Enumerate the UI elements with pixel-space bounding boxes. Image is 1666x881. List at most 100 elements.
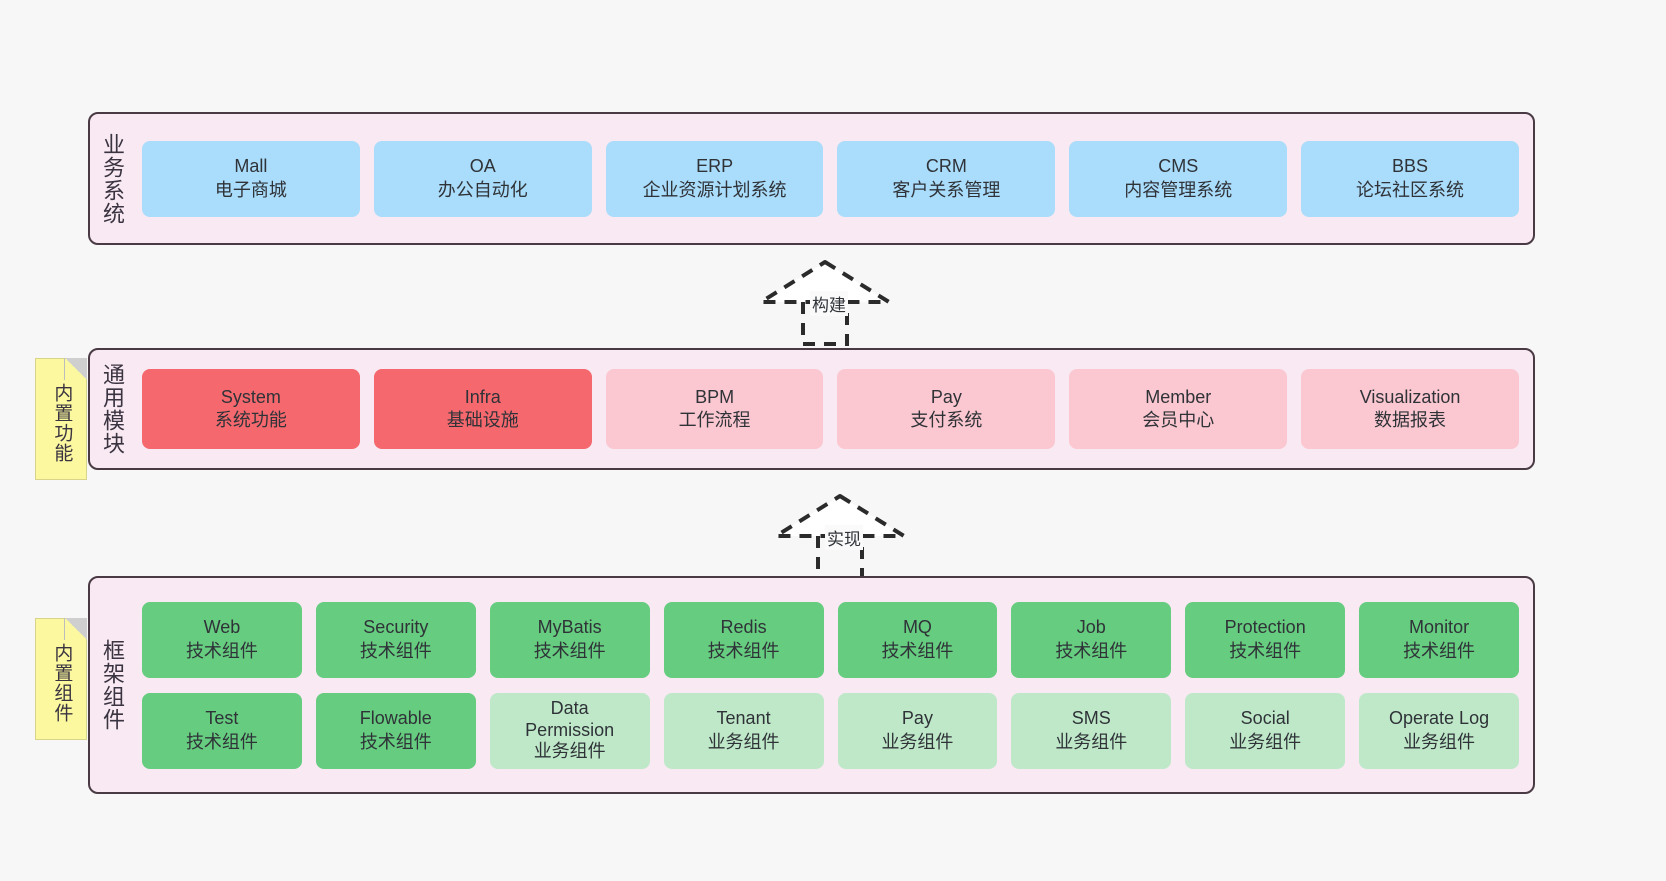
module-cn-label: 业务组件 [1229,731,1302,752]
module-cn-label: 企业资源计划系统 [642,179,787,200]
module-box-protection[interactable]: Protection 技术组件 [1185,601,1346,678]
module-box-sms[interactable]: SMS 业务组件 [1011,692,1172,769]
module-en-label: Redis [720,617,767,638]
module-row: System 系统功能 Infra 基础设施 BPM 工作流程 Pay 支付系统… [142,369,1519,449]
module-box-mybatis[interactable]: MyBatis 技术组件 [489,601,650,678]
layer-business-system: 业务系统 Mall 电子商城 OA 办公自动化 ERP 企业资源计划系统 CRM [88,112,1535,245]
module-cn-label: 电子商城 [214,179,287,200]
module-en-label: CMS [1158,156,1199,177]
module-en-label-2: Permission [525,719,615,740]
module-cn-label: 业务组件 [1403,731,1476,752]
module-cn-label: 技术组件 [359,640,432,661]
sticky-note-label: 内置组件 [51,643,73,723]
module-cn-label: 业务组件 [1055,731,1128,752]
module-cn-label: 业务组件 [533,741,606,762]
layer-common-module: 通用模块 System 系统功能 Infra 基础设施 BPM 工作流程 Pay [88,348,1535,470]
module-en-label: BPM [695,386,735,407]
module-cn-label: 业务组件 [881,731,954,752]
module-en-label: Flowable [359,708,432,729]
module-box-operate-log[interactable]: Operate Log 业务组件 [1359,692,1519,769]
module-box-test[interactable]: Test 技术组件 [142,692,302,769]
module-box-pay-biz[interactable]: Pay 业务组件 [837,692,998,769]
module-en-label: OA [469,156,496,177]
module-box-tenant[interactable]: Tenant 业务组件 [663,692,824,769]
module-box-oa[interactable]: OA 办公自动化 [373,140,592,217]
module-en-label: Social [1240,708,1290,729]
module-box-cms[interactable]: CMS 内容管理系统 [1069,140,1288,217]
module-en-label: Pay [901,708,933,729]
module-cn-label: 技术组件 [1403,640,1476,661]
module-box-system[interactable]: System 系统功能 [142,369,360,449]
layer-label-business-system: 业务系统 [99,132,125,225]
layer-label-framework-component: 框架组件 [99,639,125,731]
module-en-label: Data [550,698,589,719]
module-box-job[interactable]: Job 技术组件 [1011,601,1172,678]
module-box-monitor[interactable]: Monitor 技术组件 [1359,601,1519,678]
module-cn-label: 工作流程 [678,410,751,430]
module-box-web[interactable]: Web 技术组件 [142,601,302,678]
module-cn-label: 客户关系管理 [892,179,1001,200]
module-box-security[interactable]: Security 技术组件 [315,601,476,678]
module-row: Test 技术组件 Flowable 技术组件 Data Permission … [142,692,1519,769]
module-en-label: Monitor [1409,617,1470,638]
layer-label-common-module: 通用模块 [99,363,125,455]
module-en-label: MyBatis [537,617,602,638]
module-box-redis[interactable]: Redis 技术组件 [663,601,824,678]
module-box-data-permission[interactable]: Data Permission 业务组件 [489,692,650,769]
module-en-label: Mall [234,156,268,177]
module-en-label: Security [363,617,429,638]
module-en-label: Operate Log [1389,708,1490,729]
sticky-note-builtin-component: 内置组件 [35,618,87,740]
connector-implement-label: 实现 [825,525,863,550]
module-en-label: ERP [696,156,734,177]
module-cn-label: 业务组件 [707,731,780,752]
module-en-label: Test [205,708,239,729]
module-box-mq[interactable]: MQ 技术组件 [837,601,998,678]
module-box-social[interactable]: Social 业务组件 [1185,692,1346,769]
module-row: Mall 电子商城 OA 办公自动化 ERP 企业资源计划系统 CRM 客户关系… [142,140,1519,217]
module-en-label: System [220,386,281,407]
module-cn-label: 数据报表 [1374,410,1447,430]
module-box-bbs[interactable]: BBS 论坛社区系统 [1301,140,1519,217]
module-box-pay[interactable]: Pay 支付系统 [837,369,1056,449]
layer-body-common-module: System 系统功能 Infra 基础设施 BPM 工作流程 Pay 支付系统… [134,350,1533,468]
module-row: Web 技术组件 Security 技术组件 MyBatis 技术组件 Redi… [142,601,1519,678]
module-en-label: Job [1076,617,1106,638]
module-en-label: Infra [464,386,501,407]
module-en-label: Member [1145,386,1212,407]
module-box-infra[interactable]: Infra 基础设施 [373,369,592,449]
module-en-label: Visualization [1359,386,1461,407]
module-cn-label: 内容管理系统 [1124,179,1233,200]
module-en-label: Web [203,617,241,638]
layer-body-framework-component: Web 技术组件 Security 技术组件 MyBatis 技术组件 Redi… [134,578,1533,792]
module-box-flowable[interactable]: Flowable 技术组件 [315,692,476,769]
module-box-erp[interactable]: ERP 企业资源计划系统 [605,140,824,217]
module-cn-label: 论坛社区系统 [1356,179,1465,200]
module-cn-label: 技术组件 [185,731,258,752]
module-box-visualization[interactable]: Visualization 数据报表 [1301,369,1519,449]
module-cn-label: 技术组件 [359,731,432,752]
module-cn-label: 技术组件 [707,640,780,661]
module-cn-label: 技术组件 [881,640,954,661]
module-cn-label: 会员中心 [1142,410,1215,430]
module-en-label: MQ [902,617,932,638]
module-box-bpm[interactable]: BPM 工作流程 [605,369,824,449]
module-en-label: SMS [1071,708,1111,729]
module-cn-label: 技术组件 [185,640,258,661]
module-cn-label: 技术组件 [533,640,606,661]
module-en-label: BBS [1392,156,1429,177]
module-en-label: Protection [1224,617,1306,638]
connector-build-label: 构建 [810,291,848,316]
sticky-note-label: 内置功能 [51,383,73,463]
module-cn-label: 技术组件 [1229,640,1302,661]
module-cn-label: 系统功能 [214,410,287,430]
module-cn-label: 技术组件 [1055,640,1128,661]
module-cn-label: 办公自动化 [437,179,528,200]
sticky-note-builtin-function: 内置功能 [35,358,87,480]
module-box-member[interactable]: Member 会员中心 [1069,369,1288,449]
module-box-crm[interactable]: CRM 客户关系管理 [837,140,1056,217]
module-box-mall[interactable]: Mall 电子商城 [142,140,360,217]
module-cn-label: 基础设施 [446,410,519,430]
layer-body-business-system: Mall 电子商城 OA 办公自动化 ERP 企业资源计划系统 CRM 客户关系… [134,114,1533,243]
